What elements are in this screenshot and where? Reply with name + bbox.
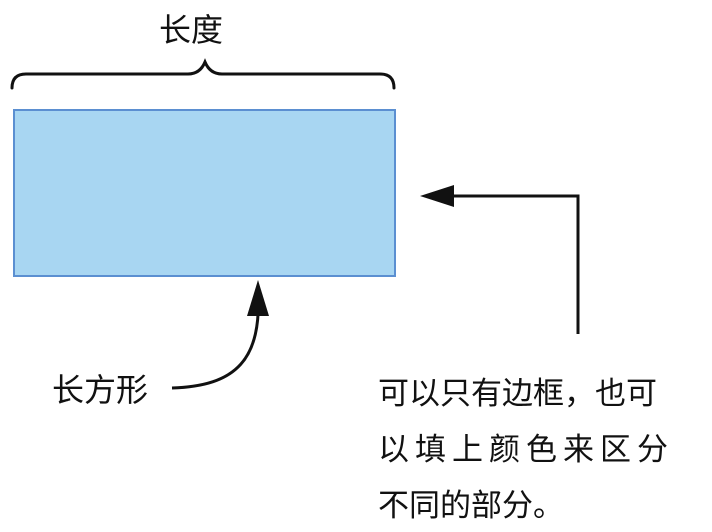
length-brace <box>10 58 396 90</box>
length-label: 长度 <box>159 11 224 49</box>
note-line-1: 可以只有边框，也可 <box>378 376 657 412</box>
blue-rectangle <box>13 109 396 277</box>
note-line-2: 以填上颜色来区分 <box>378 432 674 468</box>
note-pointer-line <box>445 194 580 334</box>
note-line-3: 不同的部分。 <box>378 488 564 524</box>
rectangle-label: 长方形 <box>52 371 149 409</box>
note-arrowhead <box>420 185 454 207</box>
rectangle-pointer-arrow <box>171 289 260 390</box>
rectangle-arrowhead <box>247 280 269 316</box>
